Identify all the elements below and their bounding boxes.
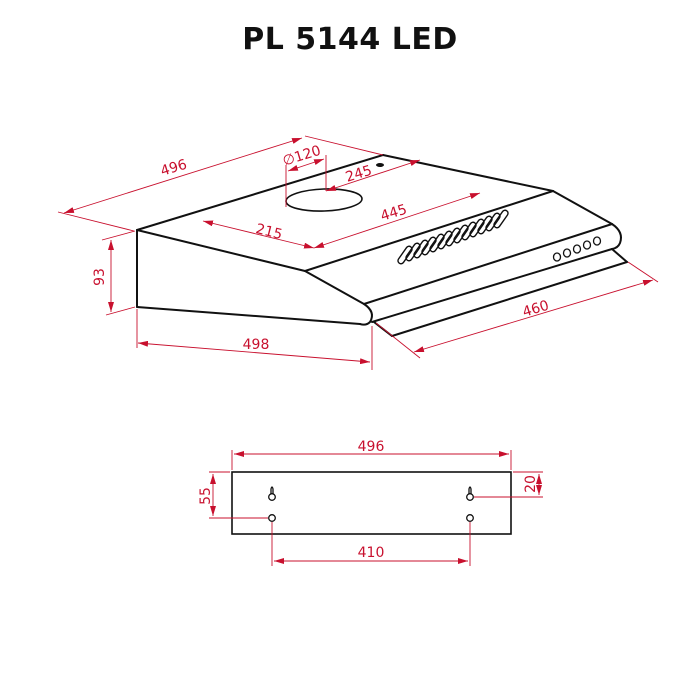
control-button-5 bbox=[592, 236, 602, 246]
dimension-plate-height: 55 bbox=[198, 471, 268, 519]
dimension-total-depth: 496 bbox=[57, 135, 384, 232]
mount-hole-left bbox=[268, 514, 276, 522]
svg-text:496: 496 bbox=[358, 439, 385, 455]
keyhole-left bbox=[268, 486, 276, 501]
dimension-plate-width: 496 bbox=[231, 439, 512, 470]
dimension-duct-offset-side: 245 bbox=[325, 159, 421, 192]
dimension-inner-depth: 445 bbox=[313, 192, 481, 249]
duct-hole bbox=[285, 188, 363, 212]
keyhole-right bbox=[466, 486, 474, 501]
dimension-width: 498 bbox=[136, 309, 373, 370]
control-button-3 bbox=[572, 244, 582, 254]
control-button-1 bbox=[552, 252, 562, 262]
dimension-filter-width: 460 bbox=[375, 261, 659, 359]
mounting-plate-view: 496 55 20 410 bbox=[198, 439, 543, 566]
control-button-2 bbox=[562, 248, 572, 258]
dimension-hole-spacing: 410 bbox=[271, 522, 471, 566]
mounting-plate-outline bbox=[231, 471, 512, 535]
page-title: PL 5144 LED bbox=[242, 22, 458, 57]
svg-text:460: 460 bbox=[521, 298, 551, 321]
vent-slots bbox=[397, 209, 509, 265]
svg-text:55: 55 bbox=[198, 487, 214, 505]
svg-text:20: 20 bbox=[523, 475, 539, 493]
control-buttons bbox=[552, 236, 602, 262]
svg-text:93: 93 bbox=[92, 268, 108, 286]
dimension-height: 93 bbox=[92, 230, 136, 316]
svg-text:496: 496 bbox=[159, 157, 189, 180]
indicator-dot bbox=[376, 163, 384, 167]
hood-isometric-view: 496 ∅120 245 215 445 93 bbox=[57, 135, 659, 370]
control-button-4 bbox=[582, 240, 592, 250]
mount-hole-right bbox=[466, 514, 474, 522]
hood-body-outline bbox=[136, 154, 628, 337]
dimension-duct-offset-front: 215 bbox=[202, 220, 315, 249]
svg-text:410: 410 bbox=[358, 545, 385, 561]
svg-text:∅120: ∅120 bbox=[281, 143, 323, 170]
svg-text:445: 445 bbox=[379, 202, 409, 225]
svg-text:215: 215 bbox=[254, 221, 284, 243]
svg-text:245: 245 bbox=[344, 163, 374, 186]
dimension-keyhole-offset: 20 bbox=[474, 471, 543, 498]
svg-text:498: 498 bbox=[243, 337, 270, 353]
